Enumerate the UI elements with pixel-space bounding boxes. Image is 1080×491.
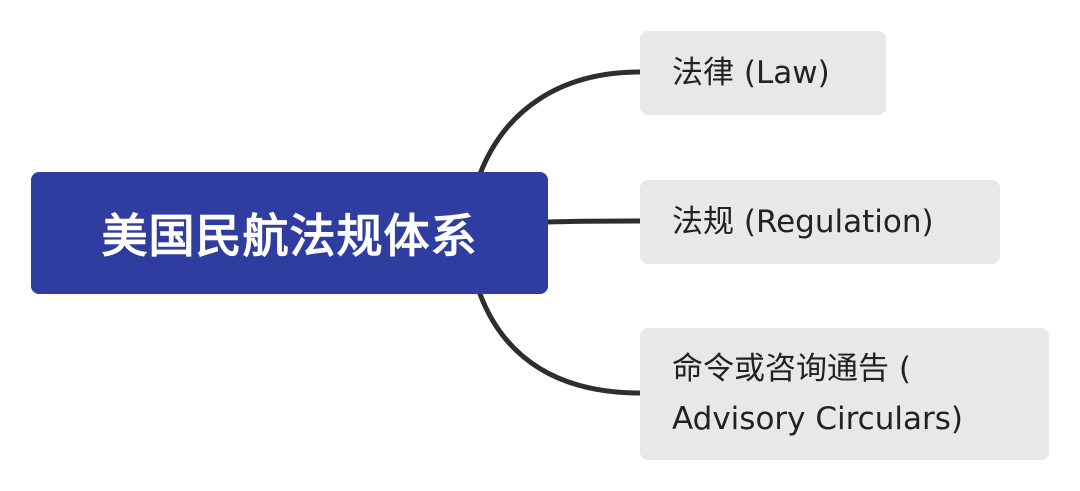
branch-label-law: 法律 (Law) [672,55,830,91]
branch-node-advisory-circulars[interactable]: 命令或咨询通告 ( Advisory Circulars) [640,328,1049,460]
connector-advisory-circulars [477,291,643,396]
central-topic-node[interactable]: 美国民航法规体系 [31,172,548,294]
connector-law [477,69,643,177]
branch-label-regulation: 法规 (Regulation) [672,204,934,240]
central-topic-label: 美国民航法规体系 [101,209,478,263]
connector-regulation [545,218,643,225]
branch-node-regulation[interactable]: 法规 (Regulation) [640,180,1000,264]
branch-label-advisory-circulars: 命令或咨询通告 ( Advisory Circulars) [672,351,963,437]
branch-node-law[interactable]: 法律 (Law) [640,31,886,115]
